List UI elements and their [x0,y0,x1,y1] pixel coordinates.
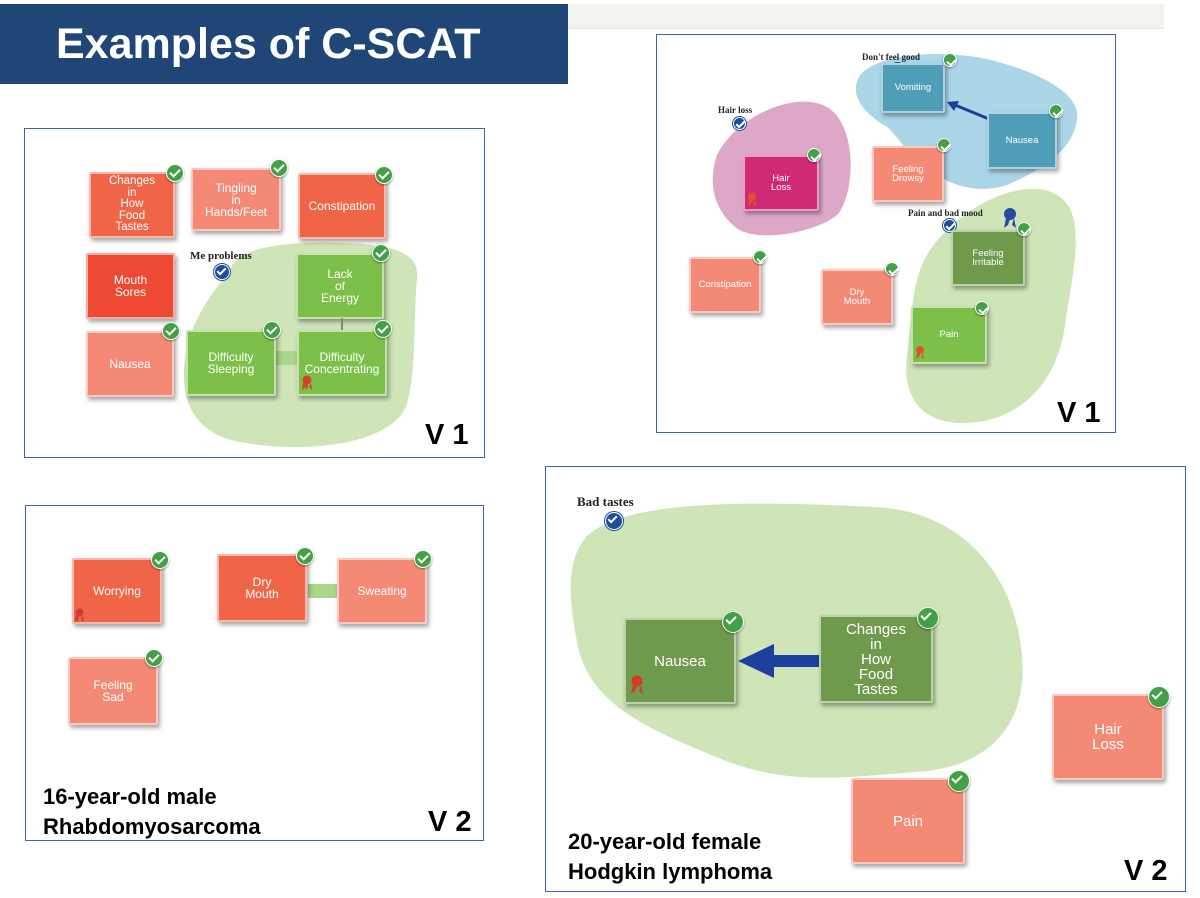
card-changes-food-tastes[interactable]: Changes in How Food Tastes [89,172,175,238]
card-nausea[interactable]: Nausea [624,618,736,704]
group-check-icon [214,264,230,280]
card-pain[interactable]: Pain [851,778,965,864]
panel-example-3: Worrying Dry Mouth Sweating Feeling Sad … [25,505,484,841]
connector-energy-concentrate [341,318,343,332]
version-label: V 1 [425,419,469,451]
connector-dry-mouth-sweating [308,584,338,598]
card-vomiting[interactable]: Vomiting [881,63,945,113]
card-tingling-hands-feet[interactable]: Tingling in Hands/Feet [191,168,281,231]
card-nausea[interactable]: Nausea [987,112,1057,169]
blue-ribbon-icon [1004,208,1016,228]
card-lack-of-energy[interactable]: Lack of Energy [296,253,384,319]
ribbon-icon [916,346,924,359]
card-hair-loss[interactable]: Hair Loss [743,155,819,211]
arrow-nausea-to-vomiting [947,101,990,121]
panel-example-4: Bad tastes Nausea Changes in How Food Ta… [545,466,1186,892]
ribbon-icon [631,675,643,694]
group-label-me-problems: Me problems [190,250,252,262]
group-area-bad-tastes [570,503,1023,778]
check-icon [372,244,390,262]
panel-example-2: Don't feel good Hair loss Pain and bad m… [656,34,1116,433]
check-icon [374,320,392,338]
check-icon [1148,686,1170,708]
card-difficulty-sleeping[interactable]: Difficulty Sleeping [186,330,276,396]
check-icon [296,547,314,565]
version-label: V 2 [428,806,472,838]
check-icon [948,770,970,792]
group-label-dont-feel-good: Don't feel good [862,52,920,62]
card-constipation[interactable]: Constipation [689,257,761,313]
check-icon [1049,104,1063,118]
check-icon [375,166,393,184]
check-icon [414,550,432,568]
check-icon [270,159,288,177]
card-constipation[interactable]: Constipation [298,173,386,239]
connector-sleep-concentrate [274,351,298,365]
ribbon-icon [748,193,756,206]
slide-title: Examples of C-SCAT [0,4,568,84]
check-icon [145,649,163,667]
patient-caption: 20-year-old female Hodgkin lymphoma [568,829,773,884]
panel-example-1: Me problems Changes in How Food Tastes T… [24,128,485,458]
check-icon [975,301,989,315]
card-worrying[interactable]: Worrying [72,558,162,624]
check-icon [151,551,169,569]
check-icon [722,611,744,633]
version-label: V 2 [1124,855,1168,887]
group-label-bad-tastes: Bad tastes [577,494,634,509]
card-feeling-drowsy[interactable]: Feeling Drowsy [872,146,944,202]
arrow-tastes-to-nausea [738,644,822,678]
ribbon-icon [75,608,84,622]
group-check-icon [943,219,956,232]
group-label-hair-loss: Hair loss [718,105,753,115]
card-dry-mouth[interactable]: Dry Mouth [821,269,893,325]
card-feeling-irritable[interactable]: Feeling Irritable [951,230,1025,286]
check-icon [162,322,180,340]
check-icon [917,607,939,629]
card-mouth-sores[interactable]: Mouth Sores [86,253,175,319]
check-icon [1017,222,1031,236]
check-icon [943,53,957,67]
group-check-icon [605,512,623,530]
patient-caption: 16-year-old male Rhabdomyosarcoma [43,784,261,839]
ribbon-icon [302,375,312,390]
slide-top-strip [568,4,1164,29]
card-nausea[interactable]: Nausea [86,331,174,397]
card-difficulty-concentrating[interactable]: Difficulty Concentrating [297,330,387,396]
version-label: V 1 [1057,397,1101,429]
check-icon [937,138,951,152]
card-pain[interactable]: Pain [911,306,987,364]
check-icon [263,321,281,339]
check-icon [753,250,767,264]
card-feeling-sad[interactable]: Feeling Sad [68,657,158,725]
check-icon [807,148,821,162]
group-check-icon [733,117,746,130]
group-label-pain-bad-mood: Pain and bad mood [908,208,983,218]
card-changes-food-tastes[interactable]: Changes in How Food Tastes [819,615,933,703]
card-dry-mouth[interactable]: Dry Mouth [217,554,307,622]
card-hair-loss[interactable]: Hair Loss [1052,694,1164,780]
check-icon [166,164,184,182]
card-sweating[interactable]: Sweating [337,558,427,624]
check-icon [885,262,899,276]
